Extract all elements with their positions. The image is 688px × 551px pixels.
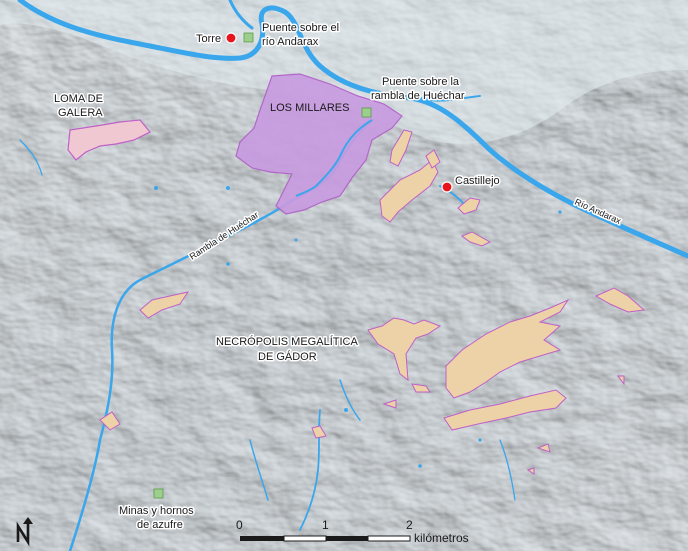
- floodplain: [0, 0, 688, 144]
- rambla-through-settlement: [295, 119, 373, 197]
- necropolis-polygons: [99, 129, 646, 475]
- necropolis-tomb-group-5[interactable]: [460, 231, 492, 247]
- rivers: [17, 0, 688, 551]
- castillejo-site-marker[interactable]: [441, 181, 453, 193]
- river-andarax: [17, 0, 688, 259]
- tributary-6: [19, 139, 43, 176]
- necropolis-tomb-group-1[interactable]: [379, 159, 439, 223]
- necropolis-tomb-group-6[interactable]: [139, 291, 190, 319]
- necropolis-tomb-group-10[interactable]: [445, 298, 570, 399]
- label-torre: Torre: [196, 33, 221, 45]
- label-necropolis-line1: NECRÓPOLIS MEGALÍTICA: [216, 335, 358, 348]
- necropolis-tomb-group-14[interactable]: [311, 425, 327, 439]
- scale-bar-segment-light-2: [367, 535, 411, 542]
- puente-andarax-bridge-marker[interactable]: [243, 32, 254, 43]
- necropolis-tomb-group-15[interactable]: [536, 443, 551, 453]
- necropolis-tomb-group-4[interactable]: [457, 197, 481, 215]
- river-secondary: [419, 95, 481, 102]
- label-minas-line2: de azufre: [137, 519, 183, 531]
- river-andarax-upper: [228, 0, 254, 30]
- tributary-4: [339, 379, 361, 421]
- scale-tick-0: 0: [236, 518, 243, 532]
- tributary-5: [499, 439, 516, 501]
- necropolis-tomb-group-16[interactable]: [526, 467, 535, 475]
- label-castillejo: Castillejo: [455, 175, 500, 187]
- scale-bar: 0 1 2 kilómetros: [236, 518, 469, 545]
- puente-huechar-bridge-marker[interactable]: [361, 107, 372, 118]
- necropolis-tomb-group-7[interactable]: [367, 317, 442, 382]
- scale-bar-segment-dark-2: [326, 536, 368, 541]
- label-los-millares: LOS MILLARES: [270, 102, 349, 114]
- necropolis-tomb-group-8[interactable]: [411, 383, 431, 393]
- label-puente-huechar-line2: rambla de Huéchar: [371, 90, 465, 102]
- necropolis-tomb-group-2[interactable]: [389, 129, 413, 167]
- necropolis-tomb-group-12[interactable]: [594, 287, 646, 313]
- necropolis-tomb-group-13[interactable]: [99, 411, 121, 431]
- necropolis-tomb-group-11[interactable]: [443, 389, 567, 431]
- necropolis-tomb-group-3[interactable]: [425, 149, 441, 169]
- scale-unit: kilómetros: [414, 531, 469, 545]
- scale-bar-segment-light-1: [283, 535, 327, 542]
- north-arrow-icon: [16, 517, 33, 547]
- loma-de-galera-area[interactable]: [67, 119, 151, 161]
- los-millares-settlement[interactable]: [235, 73, 403, 215]
- ponds: [154, 186, 562, 468]
- scale-tick-1: 1: [322, 518, 329, 532]
- scale-bar-segment-dark-1: [240, 536, 284, 541]
- label-necropolis-line2: DE GÁDOR: [258, 350, 317, 363]
- label-puente-andarax-line1: Puente sobre el: [262, 22, 339, 34]
- label-loma-de-galera-line2: GALERA: [58, 107, 103, 119]
- label-minas-line1: Minas y hornos: [119, 505, 194, 517]
- tributary-3: [249, 439, 269, 501]
- necropolis-tomb-group-9[interactable]: [382, 399, 397, 409]
- minas-azufre-marker[interactable]: [153, 488, 164, 499]
- necropolis-tomb-group-17[interactable]: [617, 375, 625, 386]
- scale-tick-2: 2: [406, 518, 413, 532]
- label-puente-andarax-line2: río Andarax: [262, 36, 319, 48]
- label-loma-de-galera-line1: LOMA DE: [54, 93, 103, 105]
- label-puente-huechar-line1: Puente sobre la: [382, 76, 460, 88]
- torre-site-marker[interactable]: [225, 32, 237, 44]
